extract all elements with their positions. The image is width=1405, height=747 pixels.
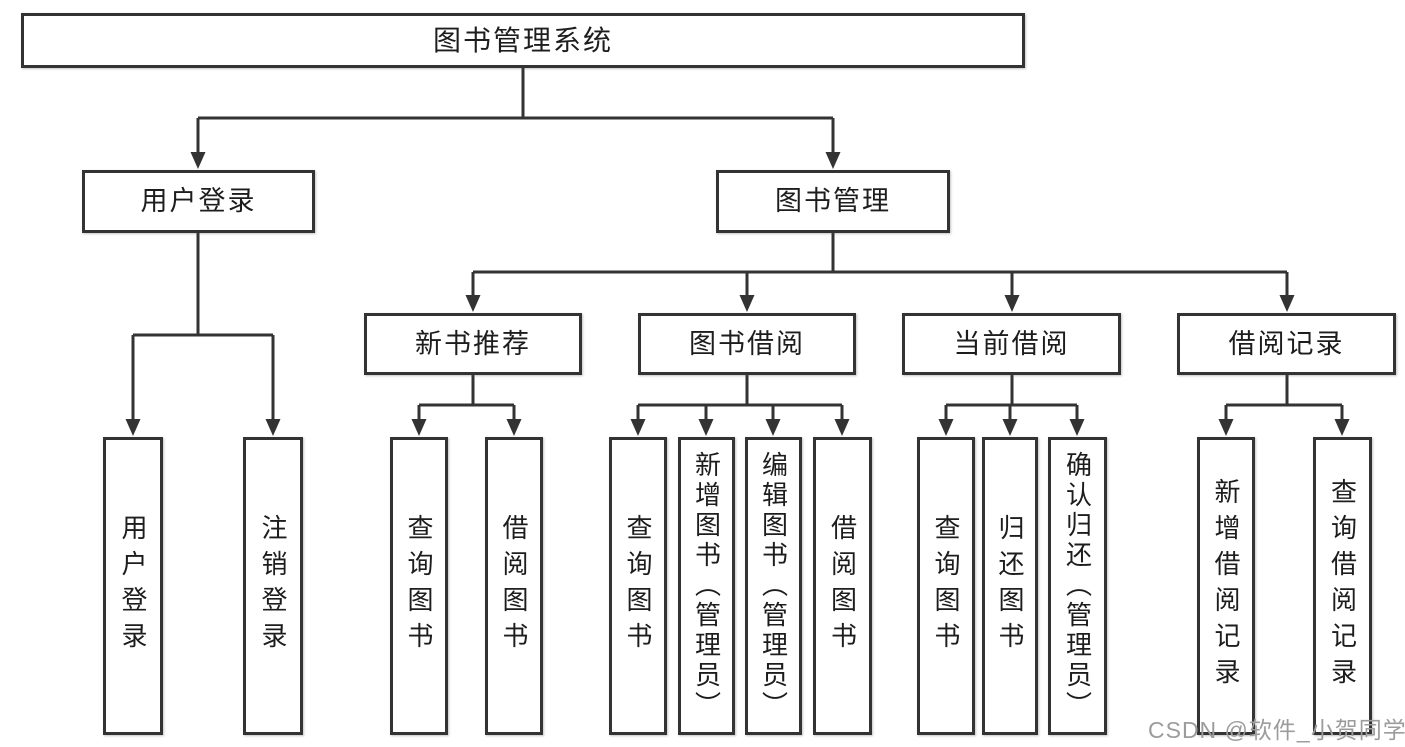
node-leaf-query-borrow-record: 查询借阅记录 xyxy=(1313,437,1372,735)
node-leaf-edit-book-admin: 编辑图书（管理员） xyxy=(745,437,802,735)
node-label: 借阅图书 xyxy=(827,514,858,658)
node-leaf-add-borrow-record: 新增借阅记录 xyxy=(1197,437,1255,735)
node-new-book-recommend: 新书推荐 xyxy=(364,313,582,375)
watermark: CSDN @软件_小贺同学 xyxy=(1148,717,1405,743)
node-leaf-query-book-recommend: 查询图书 xyxy=(390,437,448,735)
arrowhead-icon xyxy=(630,419,646,436)
node-label: 归还图书 xyxy=(995,514,1025,658)
node-label: 新增图书（管理员） xyxy=(691,451,722,721)
arrowhead-icon xyxy=(1004,295,1020,312)
node-label: 查询借阅记录 xyxy=(1327,478,1358,694)
node-current-borrow: 当前借阅 xyxy=(902,313,1121,375)
node-user-login: 用户登录 xyxy=(82,170,315,233)
node-label: 用户登录 xyxy=(140,186,257,216)
tree-edges xyxy=(131,68,1344,420)
node-label: 图书管理系统 xyxy=(432,24,613,56)
node-book-borrow: 图书借阅 xyxy=(638,313,856,375)
arrowhead-icon xyxy=(506,419,522,436)
arrowhead-icon xyxy=(1218,419,1234,436)
node-label: 新增借阅记录 xyxy=(1211,478,1241,694)
node-label: 图书管理 xyxy=(775,186,891,216)
node-label: 注销登录 xyxy=(258,514,288,658)
node-label: 查询图书 xyxy=(931,514,961,658)
arrowhead-icon xyxy=(825,152,841,169)
node-leaf-add-book-admin: 新增图书（管理员） xyxy=(678,437,735,735)
node-leaf-query-book-current: 查询图书 xyxy=(917,437,975,735)
arrowhead-icon xyxy=(834,419,850,436)
arrowhead-icon xyxy=(1002,419,1018,436)
arrowhead-icon xyxy=(1334,419,1350,436)
arrowhead-icon xyxy=(938,419,954,436)
node-label: 确认归还（管理员） xyxy=(1062,451,1093,721)
node-leaf-query-book-borrow: 查询图书 xyxy=(609,437,667,735)
arrowheads xyxy=(125,152,1350,436)
arrowhead-icon xyxy=(465,295,481,312)
arrowhead-icon xyxy=(190,152,206,169)
arrowhead-icon xyxy=(125,419,141,436)
node-label: 当前借阅 xyxy=(953,328,1070,359)
node-leaf-return-book: 归还图书 xyxy=(982,437,1038,735)
arrowhead-icon xyxy=(265,419,281,436)
arrowhead-icon xyxy=(739,295,755,312)
node-leaf-borrow-book-recommend: 借阅图书 xyxy=(485,437,543,735)
node-label: 借阅记录 xyxy=(1228,328,1345,359)
node-label: 借阅图书 xyxy=(499,514,529,658)
arrowhead-icon xyxy=(1069,419,1085,436)
node-label: 用户登录 xyxy=(118,514,148,658)
node-root: 图书管理系统 xyxy=(21,13,1025,68)
node-label: 编辑图书（管理员） xyxy=(758,451,789,721)
arrowhead-icon xyxy=(411,419,427,436)
node-label: 查询图书 xyxy=(623,514,653,658)
node-book-mgmt: 图书管理 xyxy=(716,170,950,233)
node-leaf-logout: 注销登录 xyxy=(243,437,303,735)
node-leaf-borrow-book-borrow: 借阅图书 xyxy=(813,437,872,735)
arrowhead-icon xyxy=(698,419,714,436)
node-label: 查询图书 xyxy=(404,514,434,658)
node-borrow-record: 借阅记录 xyxy=(1177,313,1396,375)
node-label: 图书借阅 xyxy=(689,328,805,359)
arrowhead-icon xyxy=(1279,295,1295,312)
node-leaf-user-login: 用户登录 xyxy=(103,437,163,735)
node-leaf-confirm-return-admin: 确认归还（管理员） xyxy=(1048,437,1107,735)
arrowhead-icon xyxy=(765,419,781,436)
node-label: 新书推荐 xyxy=(415,328,531,359)
